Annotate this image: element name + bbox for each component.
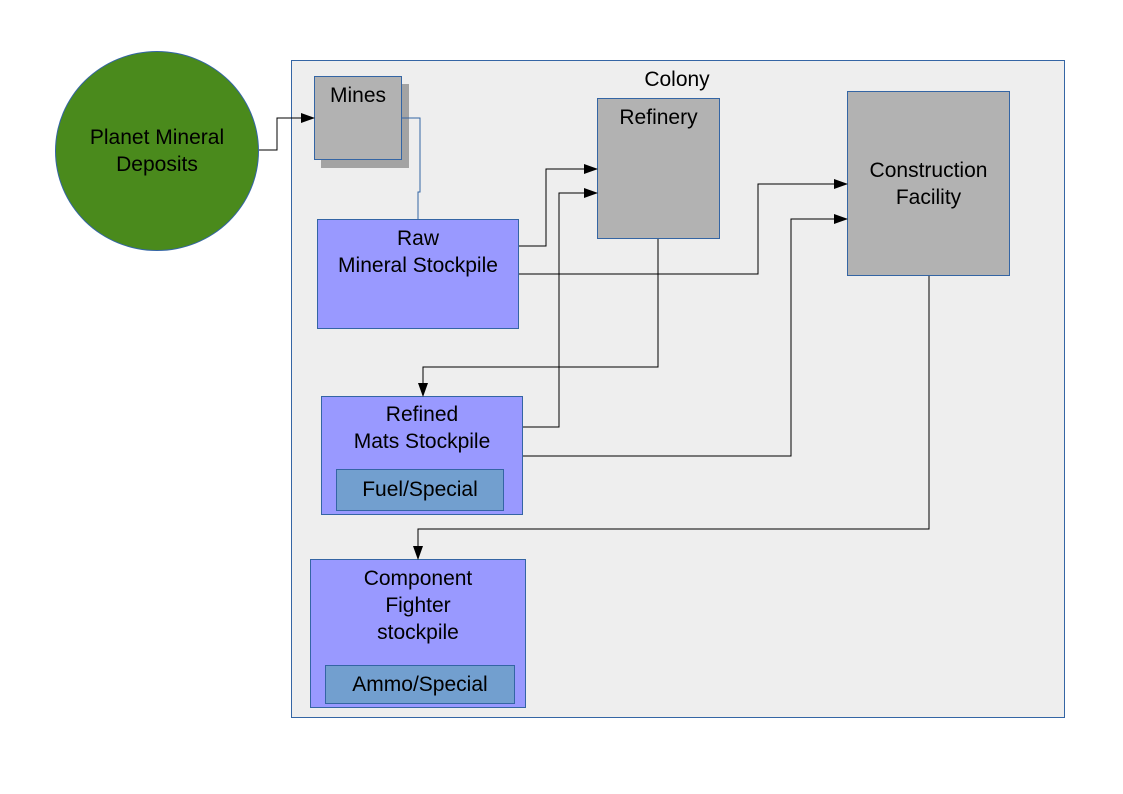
refinery-label: Refinery <box>619 106 698 129</box>
fuel-special-substore[interactable]: Fuel/Special <box>336 469 504 511</box>
component-stockpile-label-line-3: stockpile <box>377 621 459 644</box>
raw-mineral-stockpile-node[interactable]: Raw Mineral Stockpile <box>317 219 519 329</box>
mines-label: Mines <box>329 84 387 107</box>
construction-facility-node[interactable]: Construction Facility <box>847 91 1010 276</box>
component-stockpile-label-line-2: Fighter <box>385 594 451 617</box>
raw-stockpile-label-line-1: Raw <box>396 227 439 250</box>
planet-label-line-1: Planet Mineral <box>89 126 225 149</box>
fuel-special-label: Fuel/Special <box>362 478 478 501</box>
refined-stockpile-label-line-1: Refined <box>385 403 459 426</box>
edge-refined-to-refinery <box>523 188 598 428</box>
edge-refined-to-construction <box>523 214 848 457</box>
colony-title: Colony <box>644 68 710 91</box>
refined-stockpile-label-line-2: Mats Stockpile <box>353 430 491 453</box>
raw-stockpile-label-line-2: Mineral Stockpile <box>338 254 498 277</box>
refined-mats-stockpile-node[interactable]: Refined Mats Stockpile Fuel/Special <box>321 396 523 515</box>
edge-raw-to-construction <box>519 179 848 275</box>
refinery-node[interactable]: Refinery <box>597 98 720 239</box>
mines-node[interactable]: Mines <box>314 76 402 160</box>
ammo-special-label: Ammo/Special <box>352 673 488 696</box>
edge-refinery-to-refined-stockpile <box>418 239 659 397</box>
component-fighter-stockpile-node[interactable]: Component Fighter stockpile Ammo/Special <box>310 559 526 708</box>
edge-construction-to-component-stockpile <box>413 276 930 560</box>
edge-planet-to-mines <box>259 113 315 151</box>
planet-label-line-2: Deposits <box>116 153 198 176</box>
component-stockpile-label-line-1: Component <box>363 567 473 590</box>
ammo-special-substore[interactable]: Ammo/Special <box>325 665 515 704</box>
edge-raw-to-refinery <box>519 164 598 247</box>
construction-label-line-2: Facility <box>895 186 962 209</box>
planet-mineral-deposits-node[interactable]: Planet Mineral Deposits <box>55 51 259 251</box>
edge-mines-to-raw-stockpile <box>402 117 421 219</box>
construction-label-line-1: Construction <box>869 159 988 182</box>
